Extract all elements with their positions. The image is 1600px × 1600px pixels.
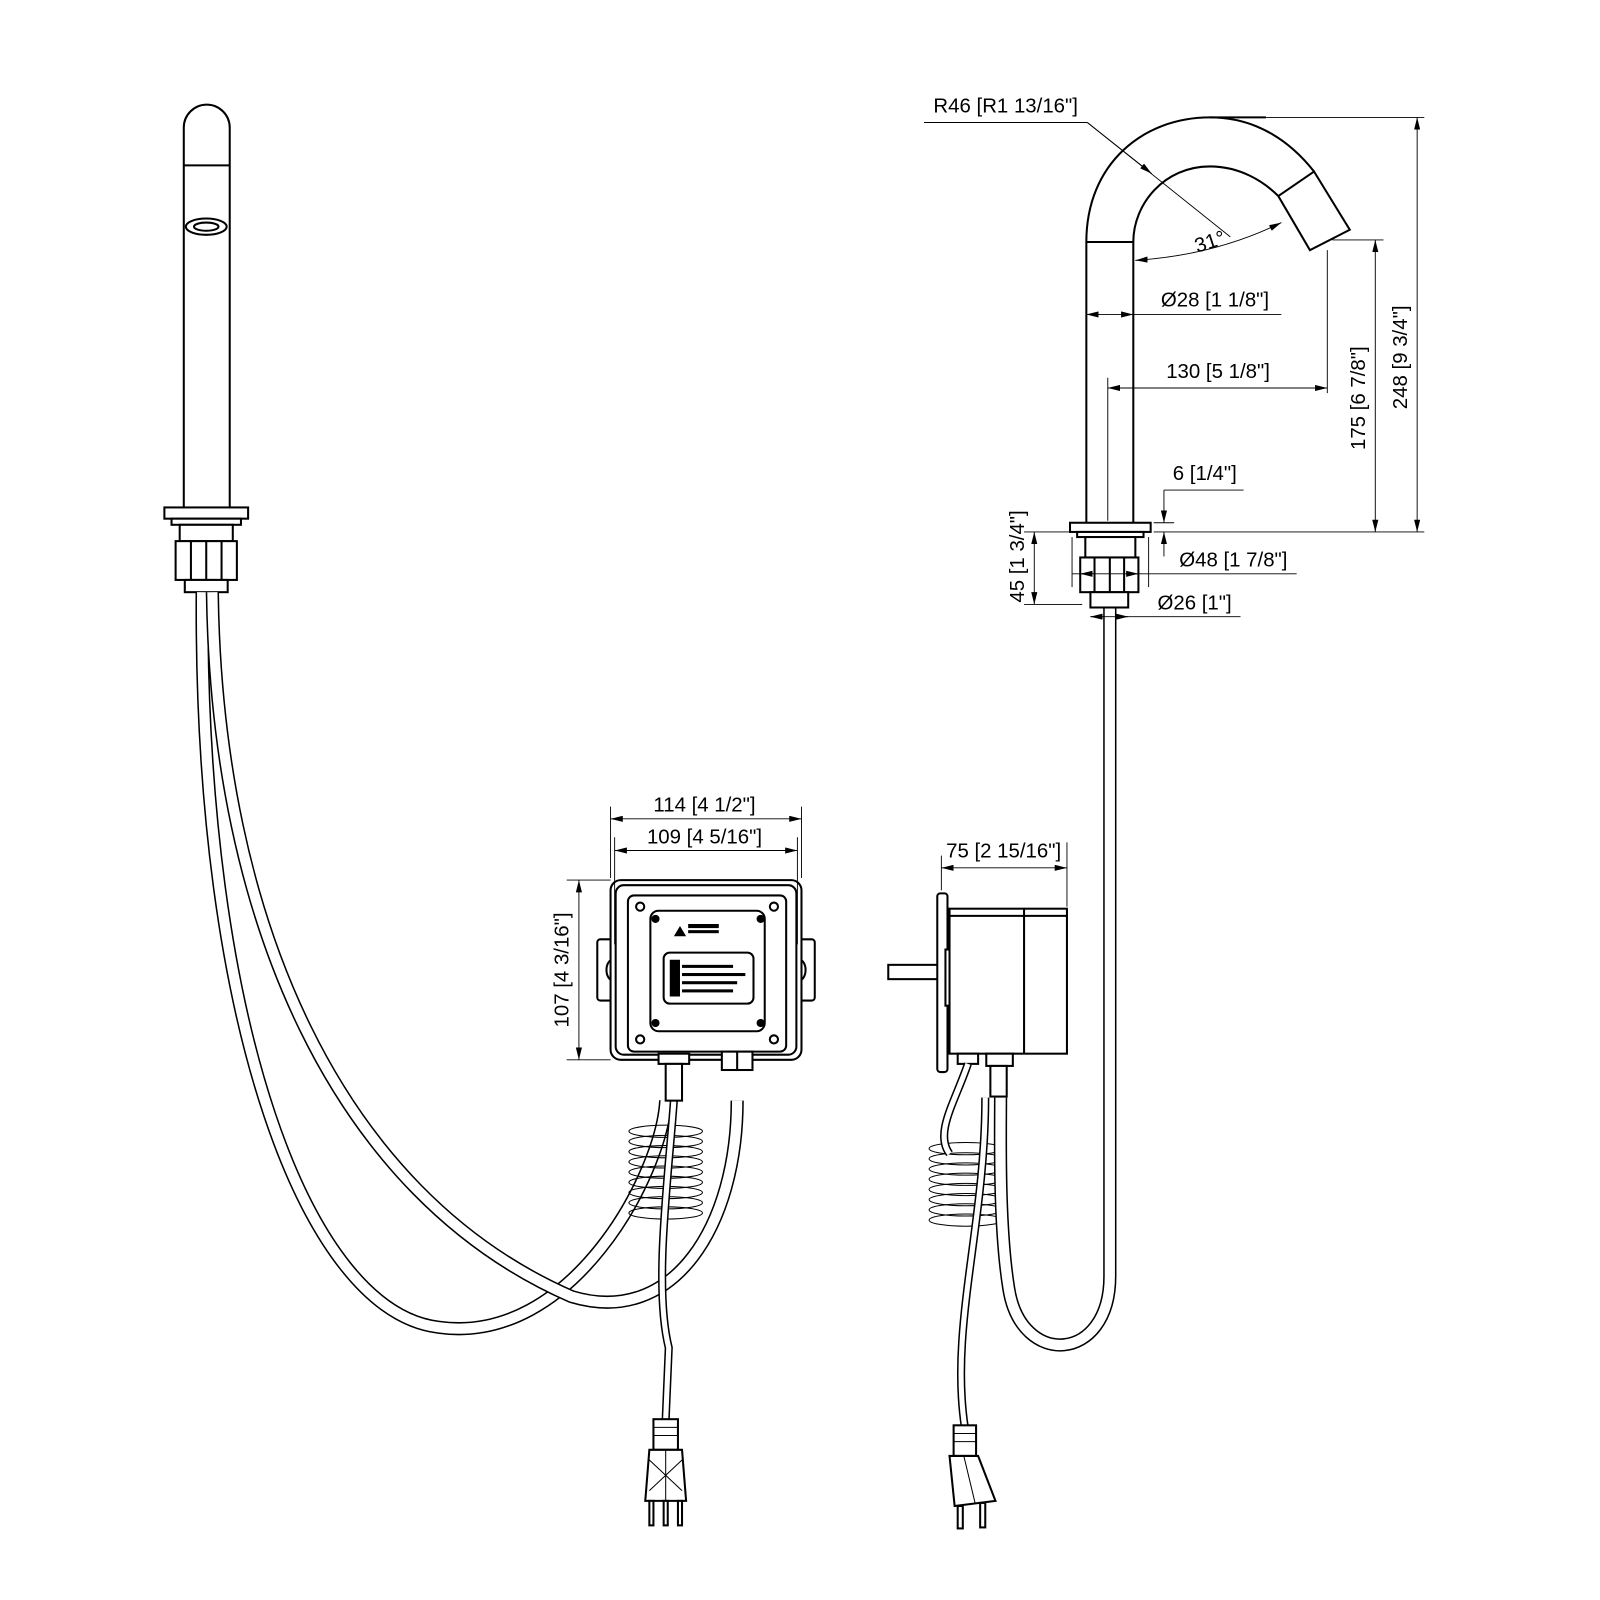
instruction-label	[662, 951, 755, 1005]
dim-body-width: 109 [4 5/16"]	[647, 826, 762, 848]
warning-icon	[673, 926, 687, 937]
dim-overall-width: 114 [4 1/2"]	[653, 795, 755, 817]
dim-angle: 31°	[1192, 227, 1228, 257]
control-box-side: 75 [2 15/16"]	[887, 841, 1068, 1098]
power-plug-side	[948, 1424, 997, 1530]
dim-flange-diameter: Ø48 [1 7/8"]	[1179, 550, 1287, 572]
dim-reach: 130 [5 1/8"]	[1166, 361, 1270, 383]
dim-box-depth: 75 [2 15/16"]	[946, 841, 1061, 863]
dim-tube-diameter: Ø28 [1 1/8"]	[1161, 289, 1269, 311]
dim-shank-diameter: Ø26 [1"]	[1157, 593, 1231, 615]
front-view-faucet	[163, 103, 250, 594]
dim-flange-thickness: 6 [1/4"]	[1173, 463, 1237, 485]
aerator-icon	[184, 217, 228, 236]
control-box-dimensions: 114 [4 1/2"] 109 [4 5/16"] 107 [4 3/16"]	[552, 795, 802, 1061]
power-plug-front	[644, 1418, 688, 1527]
control-box-front	[596, 879, 816, 1102]
front-view-hoses	[195, 592, 744, 1336]
dim-box-height: 107 [4 3/16"]	[552, 912, 574, 1027]
dim-spout-height: 175 [6 7/8"]	[1348, 346, 1370, 450]
spout-dimensions: R46 [R1 13/16"] 31° 248 [9 3/4"] 175 [6 …	[924, 95, 1425, 620]
side-view-hose	[993, 607, 1117, 1352]
dim-radius: R46 [R1 13/16"]	[933, 95, 1078, 117]
coiled-cord-right	[928, 1141, 1004, 1227]
dim-total-height: 248 [9 3/4"]	[1390, 306, 1412, 410]
dim-shank-length: 45 [1 3/4"]	[1007, 510, 1029, 602]
